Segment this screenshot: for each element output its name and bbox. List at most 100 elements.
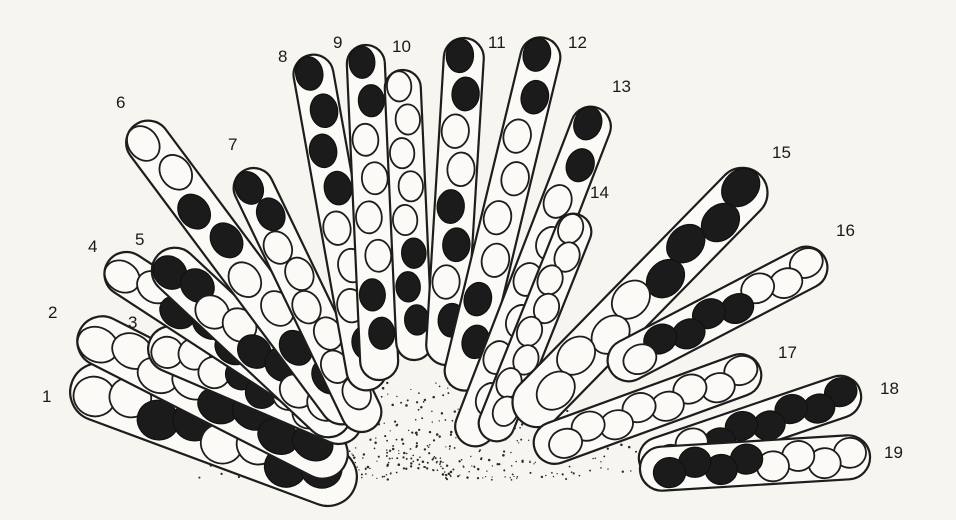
stipple-dot <box>482 477 483 478</box>
stipple-dot <box>365 468 367 470</box>
stipple-dot <box>440 457 442 459</box>
stipple-dot <box>361 477 362 478</box>
stipple-dot <box>439 386 441 388</box>
stipple-dot <box>600 467 602 469</box>
stipple-dot <box>466 476 468 478</box>
ascus-label-8: 8 <box>278 47 287 66</box>
stipple-dot <box>400 402 402 404</box>
stipple-dot <box>386 449 387 450</box>
stipple-dot <box>435 457 437 459</box>
stipple-dot <box>423 401 425 403</box>
stipple-dot <box>471 465 472 466</box>
stipple-dot <box>520 439 522 441</box>
stipple-dot <box>450 434 452 436</box>
stipple-dot <box>448 472 451 475</box>
ascus-label-3: 3 <box>128 313 137 332</box>
light-spore <box>355 201 382 234</box>
stipple-dot <box>376 460 377 461</box>
stipple-dot <box>372 474 373 475</box>
stipple-dot <box>406 458 408 460</box>
stipple-dot <box>392 445 394 447</box>
stipple-dot <box>386 455 388 457</box>
stipple-dot <box>455 437 456 438</box>
ascus-label-2: 2 <box>48 303 57 322</box>
stipple-dot <box>442 467 444 469</box>
ascus-label-4: 4 <box>88 237 97 256</box>
stipple-dot <box>361 473 363 475</box>
stipple-dot <box>220 473 222 475</box>
stipple-dot <box>445 474 447 476</box>
stipple-dot <box>384 476 386 478</box>
stipple-dot <box>603 455 605 457</box>
stipple-dot <box>390 473 392 475</box>
stipple-dot <box>592 458 594 460</box>
stipple-dot <box>389 458 391 460</box>
stipple-dot <box>449 448 450 449</box>
stipple-dot <box>441 412 443 414</box>
stipple-dot <box>353 457 355 459</box>
stipple-dot <box>401 438 404 441</box>
stipple-dot <box>504 476 505 477</box>
stipple-dot <box>391 458 392 459</box>
stipple-dot <box>351 453 352 454</box>
stipple-dot <box>382 476 384 478</box>
stipple-dot <box>402 456 404 458</box>
stipple-dot <box>579 475 581 477</box>
stipple-dot <box>417 459 419 461</box>
stipple-dot <box>628 446 631 449</box>
stipple-dot <box>422 461 425 464</box>
stipple-dot <box>397 424 399 426</box>
stipple-dot <box>492 465 493 466</box>
stipple-dot <box>355 462 356 463</box>
stipple-dot <box>541 476 543 478</box>
stipple-dot <box>389 450 391 452</box>
stipple-dot <box>569 466 571 468</box>
light-spore <box>352 123 379 156</box>
stipple-dot <box>429 444 431 446</box>
stipple-dot <box>573 472 575 474</box>
dark-spore <box>395 271 421 302</box>
stipple-dot <box>442 394 444 396</box>
stipple-dot <box>376 478 377 479</box>
stipple-dot <box>426 467 428 469</box>
stipple-dot <box>635 451 637 453</box>
stipple-dot <box>428 452 430 454</box>
stipple-dot <box>384 423 385 424</box>
ascus-label-7: 7 <box>228 135 237 154</box>
stipple-dot <box>384 435 386 437</box>
light-spore <box>386 71 412 102</box>
stipple-dot <box>411 431 413 433</box>
stipple-dot <box>418 392 420 394</box>
ascus-label-5: 5 <box>135 230 144 249</box>
stipple-dot <box>470 456 471 457</box>
stipple-dot <box>439 462 440 463</box>
stipple-dot <box>528 440 529 441</box>
dark-spore <box>404 304 430 335</box>
stipple-dot <box>461 459 463 461</box>
stipple-dot <box>405 468 407 470</box>
stipple-dot <box>386 440 388 442</box>
stipple-dot <box>423 466 425 468</box>
stipple-dot <box>620 444 623 447</box>
stipple-dot <box>378 456 380 458</box>
stipple-dot <box>454 410 456 412</box>
ascus-label-6: 6 <box>116 93 125 112</box>
stipple-dot <box>607 468 608 469</box>
stipple-dot <box>420 406 422 408</box>
stipple-dot <box>403 452 406 455</box>
stipple-dot <box>424 448 426 450</box>
stipple-dot <box>450 431 453 434</box>
stipple-dot <box>481 457 483 459</box>
stipple-dot <box>446 478 448 480</box>
ascus-label-19: 19 <box>884 443 903 462</box>
stipple-dot <box>418 409 420 411</box>
stipple-dot <box>478 451 480 453</box>
stipple-dot <box>386 382 388 384</box>
stipple-dot <box>468 471 469 472</box>
stipple-dot <box>442 473 445 476</box>
stipple-dot <box>565 478 567 480</box>
stipple-dot <box>435 382 436 383</box>
stipple-dot <box>589 470 591 472</box>
stipple-dot <box>417 467 419 469</box>
